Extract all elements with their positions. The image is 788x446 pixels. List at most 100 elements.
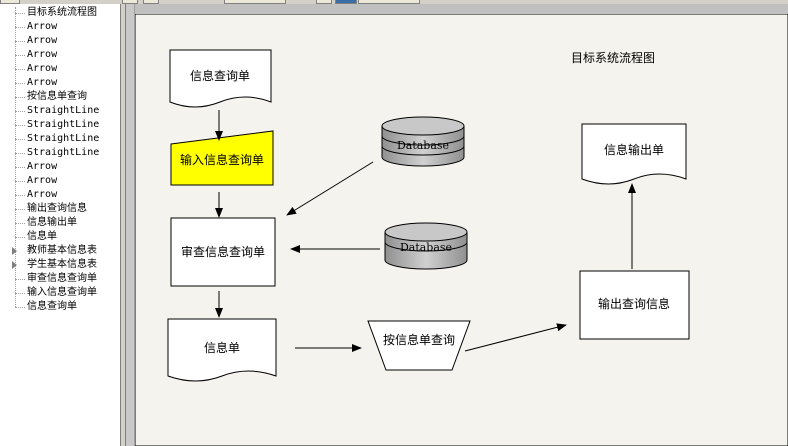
tree-item[interactable]: Arrow xyxy=(0,48,120,62)
tree-item[interactable]: StraightLine xyxy=(0,146,120,160)
toolbar-combo[interactable] xyxy=(224,0,286,4)
tree-connector-line xyxy=(15,139,25,140)
diagram-title: 目标系统流程图 xyxy=(571,50,655,65)
shape-label: 信息输出单 xyxy=(604,142,664,157)
tree-connector-line xyxy=(15,153,25,154)
tree-item[interactable]: 信息输出单 xyxy=(0,216,120,230)
tree-connector-line xyxy=(15,97,25,98)
tree-connector-line xyxy=(15,125,25,126)
document-shape-output-doc[interactable]: 信息输出单 xyxy=(581,123,687,185)
tree-connector-line xyxy=(15,111,25,112)
shape-label: Database xyxy=(397,139,449,152)
tree-item-label: StraightLine xyxy=(27,119,100,130)
tree-item[interactable]: 输出查询信息 xyxy=(0,202,120,216)
tree-connector-line xyxy=(15,195,25,196)
tree-item-label: 教师基本信息表 xyxy=(27,245,97,256)
tree-connector-line xyxy=(15,293,25,294)
tree-item-label: Arrow xyxy=(27,189,58,200)
tree-item[interactable]: Arrow xyxy=(0,20,120,34)
tree-item-label: 信息输出单 xyxy=(27,217,77,228)
diagram-canvas-area[interactable]: 目标系统流程图 信息查询单 输入信息查询单 Database 审查信息查询单 xyxy=(126,4,788,446)
toolbar-button[interactable] xyxy=(0,0,20,4)
tree-item-label: StraightLine xyxy=(27,133,100,144)
tree-expand-icon[interactable] xyxy=(12,247,17,255)
tree-item-label: 目标系统流程图 xyxy=(27,7,97,18)
shape-label: 输入信息查询单 xyxy=(180,152,264,167)
tree-item[interactable]: 学生基本信息表 xyxy=(0,258,120,272)
vertical-ruler xyxy=(126,4,135,446)
document-shape-query-doc[interactable]: 信息查询单 xyxy=(169,49,272,108)
tree-item-label: Arrow xyxy=(27,77,58,88)
database-shape-2[interactable]: Database xyxy=(384,222,468,270)
tree-item-label: 按信息单查询 xyxy=(27,91,87,102)
tree-item-label: 信息单 xyxy=(27,231,57,242)
shape-label: 信息查询单 xyxy=(190,68,250,83)
tree-connector-line xyxy=(15,83,25,84)
tree-item-label: Arrow xyxy=(27,161,58,172)
flowchart-diagram[interactable]: 目标系统流程图 信息查询单 输入信息查询单 Database 审查信息查询单 xyxy=(135,14,788,446)
tree-item-label: StraightLine xyxy=(27,105,100,116)
tree-connector-line xyxy=(15,223,25,224)
shape-label: 输出查询信息 xyxy=(598,296,670,311)
tree-item-label: 输出查询信息 xyxy=(27,203,87,214)
tree-item[interactable]: 信息单 xyxy=(0,230,120,244)
toolbar-combo[interactable] xyxy=(358,0,420,4)
tree-item-label: Arrow xyxy=(27,49,58,60)
tree-expand-icon[interactable] xyxy=(12,261,17,269)
tree-item-label: 审查信息查询单 xyxy=(27,273,97,284)
tree-connector-line xyxy=(15,167,25,168)
manual-input-shape[interactable]: 输入信息查询单 xyxy=(170,130,274,186)
tree-connector-line xyxy=(15,209,25,210)
tree-connector-line xyxy=(15,69,25,70)
tree-item-label: Arrow xyxy=(27,21,58,32)
tree-item[interactable]: 审查信息查询单 xyxy=(0,272,120,286)
tree-item[interactable]: 信息查询单 xyxy=(0,300,120,314)
panel-splitter[interactable] xyxy=(121,4,126,446)
arrow-db1-to-review[interactable] xyxy=(286,161,374,216)
manual-operation-shape[interactable]: 按信息单查询 xyxy=(367,320,471,371)
toolbar-button[interactable] xyxy=(316,0,332,4)
tree-item[interactable]: Arrow xyxy=(0,160,120,174)
tree-item[interactable]: 教师基本信息表 xyxy=(0,244,120,258)
tree-item-label: 学生基本信息表 xyxy=(27,259,97,270)
tree-item[interactable]: Arrow xyxy=(0,62,120,76)
tree-item[interactable]: StraightLine xyxy=(0,104,120,118)
tree-item[interactable]: 按信息单查询 xyxy=(0,90,120,104)
database-shape-1[interactable]: Database xyxy=(381,116,465,167)
tree-connector-line xyxy=(15,307,25,308)
process-shape-output-query[interactable]: 输出查询信息 xyxy=(579,270,690,340)
tree-connector-line xyxy=(15,41,25,42)
tree-item-label: 信息查询单 xyxy=(27,301,77,312)
tree-item[interactable]: 目标系统流程图 xyxy=(0,6,120,20)
tree-item[interactable]: StraightLine xyxy=(0,118,120,132)
tree-connector-line xyxy=(15,7,16,307)
tree-item[interactable]: Arrow xyxy=(0,174,120,188)
tree-item-label: Arrow xyxy=(27,35,58,46)
toolbar-button[interactable] xyxy=(122,0,138,4)
shape-label: 审查信息查询单 xyxy=(181,244,265,259)
tree-item-label: Arrow xyxy=(27,63,58,74)
tree-connector-line xyxy=(15,55,25,56)
shape-label: Database xyxy=(400,241,452,254)
tree-connector-line xyxy=(15,27,25,28)
tree-item[interactable]: StraightLine xyxy=(0,132,120,146)
tree-item[interactable]: Arrow xyxy=(0,34,120,48)
toolbar-button[interactable] xyxy=(143,0,159,4)
shape-label: 信息单 xyxy=(204,340,240,355)
process-shape-review[interactable]: 审查信息查询单 xyxy=(170,217,276,287)
arrow-query-to-output[interactable] xyxy=(464,323,567,352)
tree-connector-line xyxy=(15,13,25,14)
document-shape-info-doc[interactable]: 信息单 xyxy=(167,318,277,382)
tree-connector-line xyxy=(15,279,25,280)
toolbar-button-active[interactable] xyxy=(335,0,357,4)
tree-connector-line xyxy=(15,181,25,182)
shape-label: 按信息单查询 xyxy=(383,332,455,347)
tree-item-label: Arrow xyxy=(27,175,58,186)
tree-item-label: 输入信息查询单 xyxy=(27,287,97,298)
tree-item[interactable]: Arrow xyxy=(0,76,120,90)
tree-connector-line xyxy=(15,237,25,238)
tree-item[interactable]: Arrow xyxy=(0,188,120,202)
tree-item[interactable]: 输入信息查询单 xyxy=(0,286,120,300)
tree-item-label: StraightLine xyxy=(27,147,100,158)
